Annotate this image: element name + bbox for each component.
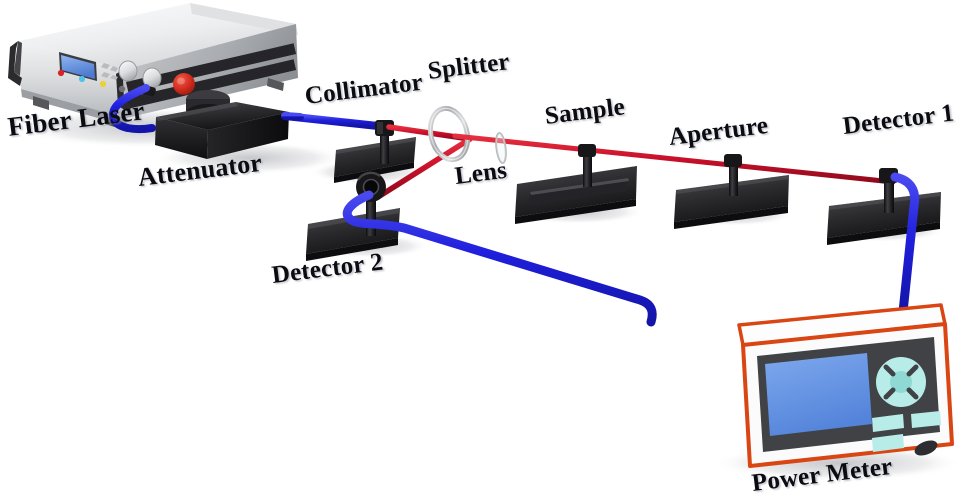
detector-2-post — [366, 196, 376, 236]
detector-2-to-power-meter-cable — [342, 190, 657, 327]
power-meter-screen — [765, 353, 872, 436]
power-meter-unit — [650, 303, 954, 468]
detector-1-to-power-meter-cable — [890, 172, 920, 317]
laser-foot-rear — [267, 78, 284, 91]
detector-2-base — [306, 208, 400, 254]
panel-small-button — [118, 85, 126, 93]
sample-post — [583, 154, 592, 187]
led-cyan-icon — [78, 75, 86, 83]
detector-1-post — [884, 180, 894, 213]
power-meter-indicator — [914, 440, 938, 456]
laser-vent-stripe-1 — [126, 43, 297, 93]
attenuator-unit — [155, 90, 289, 159]
aperture-head — [724, 154, 742, 167]
laser-rear-block — [190, 3, 298, 35]
collimator-input-fiber-left — [281, 112, 304, 121]
splitter-ring — [427, 105, 471, 163]
power-meter-navpad[interactable] — [876, 357, 926, 407]
collimator-post — [380, 132, 389, 164]
laser-arrow-buttons[interactable] — [101, 63, 118, 80]
laser-bottom-lip — [21, 89, 127, 126]
sample-assembly — [515, 144, 637, 224]
aperture-assembly — [674, 154, 789, 229]
laser-status-leds — [57, 69, 126, 93]
power-meter-button-3[interactable] — [911, 411, 941, 428]
red-beam-splitter-to-detector-2 — [375, 136, 473, 200]
power-meter-button-1[interactable] — [872, 414, 904, 432]
laser-knob-1[interactable] — [118, 60, 138, 82]
sample-plate — [529, 178, 628, 205]
lens-element — [495, 132, 507, 164]
red-beam-splitter-to-detector-1 — [452, 133, 896, 185]
laser-vent-stripe-2 — [126, 59, 297, 109]
attenuator-front — [155, 117, 208, 159]
attenuator-right — [207, 112, 289, 159]
laser-handle-left — [8, 41, 22, 86]
sample-holder-head — [578, 144, 596, 157]
attenuator-top — [156, 102, 289, 130]
power-meter-button-2[interactable] — [872, 434, 904, 452]
laser-foot-left — [33, 96, 49, 110]
led-yellow-icon — [99, 80, 107, 88]
led-red-icon — [57, 69, 65, 77]
fiber-laser-to-attenuator-cable — [109, 84, 156, 134]
laser-lcd-display — [59, 52, 97, 81]
fiber-laser-unit — [8, 3, 298, 129]
laser-emergency-button[interactable] — [173, 73, 195, 95]
laser-front-panel — [19, 41, 126, 118]
aperture-post — [729, 164, 738, 196]
